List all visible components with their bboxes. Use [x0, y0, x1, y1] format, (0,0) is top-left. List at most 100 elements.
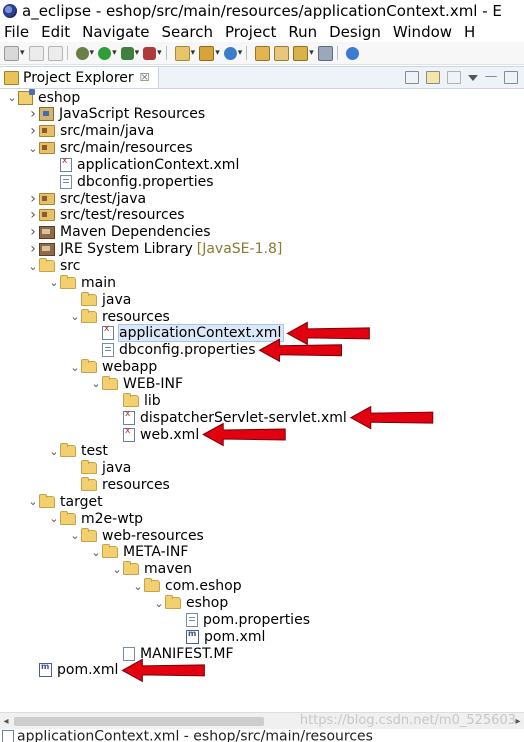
chevron-down-icon[interactable]: ⌄: [49, 276, 59, 290]
menu-item-edit[interactable]: Edit: [41, 23, 71, 41]
chevron-right-icon[interactable]: ›: [30, 207, 36, 224]
chevron-right-icon[interactable]: ›: [30, 241, 36, 258]
tree-item[interactable]: ⌄src/main/resources: [27, 140, 192, 157]
menu-item-navigate[interactable]: Navigate: [82, 23, 150, 41]
tree-item[interactable]: lib: [111, 392, 161, 409]
new-package-icon[interactable]: [199, 45, 215, 61]
tree-item[interactable]: ⌄src: [27, 258, 80, 275]
dropdown-icon[interactable]: ▾: [134, 48, 140, 58]
chevron-down-icon[interactable]: ⌄: [112, 562, 122, 576]
dropdown-icon[interactable]: ▾: [157, 48, 162, 58]
tree-item[interactable]: ›JRE System Library[JavaSE-1.8]: [27, 241, 282, 258]
dropdown-icon[interactable]: ▾: [190, 48, 196, 58]
chevron-down-icon[interactable]: ⌄: [49, 444, 59, 458]
scroll-thumb[interactable]: [14, 716, 264, 726]
chevron-right-icon[interactable]: ›: [30, 106, 36, 123]
chevron-down-icon[interactable]: ⌄: [7, 91, 17, 104]
tree-item[interactable]: ⌄target: [27, 493, 103, 510]
tree-item[interactable]: ›src/test/java: [27, 190, 146, 207]
dropdown-icon[interactable]: ▾: [20, 48, 25, 58]
maximize-icon[interactable]: [504, 71, 518, 84]
open-task-icon[interactable]: [274, 45, 290, 61]
tree-item[interactable]: ⌄com.eshop: [132, 578, 242, 595]
tree-item[interactable]: applicationContext.xml: [90, 324, 285, 343]
new-java-project-icon[interactable]: [174, 45, 190, 61]
menu-item-project[interactable]: Project: [225, 23, 277, 41]
scroll-right-icon[interactable]: ▸: [515, 715, 521, 727]
collapse-all-icon[interactable]: [405, 71, 419, 84]
save-icon[interactable]: [28, 45, 44, 61]
minimize-icon[interactable]: [485, 76, 497, 79]
close-icon[interactable]: ☒: [139, 71, 150, 84]
tree-item[interactable]: pom.xml: [174, 628, 265, 645]
chevron-down-icon[interactable]: ⌄: [133, 579, 143, 593]
search-icon[interactable]: [293, 45, 309, 61]
tree-item[interactable]: ⌄test: [48, 443, 108, 460]
menu-item-design[interactable]: Design: [329, 23, 381, 41]
save-all-icon[interactable]: [47, 45, 63, 61]
view-menu-icon[interactable]: [468, 74, 478, 81]
tree-item[interactable]: web.xml: [111, 426, 199, 443]
tree-item[interactable]: dbconfig.properties: [48, 173, 214, 190]
menu-item-h[interactable]: H: [464, 23, 476, 41]
new-class-icon[interactable]: [223, 46, 237, 60]
server-icon[interactable]: [143, 46, 157, 60]
tree-item[interactable]: ⌄WEB-INF: [90, 375, 183, 392]
tree-item[interactable]: ⌄main: [48, 274, 116, 291]
tree-item[interactable]: resources: [69, 477, 170, 494]
chevron-down-icon[interactable]: ⌄: [70, 310, 80, 324]
external-tools-icon[interactable]: [120, 46, 134, 60]
new-icon[interactable]: [4, 45, 19, 61]
tree-item[interactable]: pom.properties: [174, 611, 310, 628]
link-with-editor-icon[interactable]: [426, 71, 440, 84]
project-explorer-tab[interactable]: Project Explorer ☒: [0, 67, 159, 88]
dropdown-icon[interactable]: ▾: [89, 48, 95, 58]
tree-item[interactable]: java: [69, 460, 131, 477]
tree-item[interactable]: dispatcherServlet-servlet.xml: [111, 409, 347, 426]
menu-item-run[interactable]: Run: [288, 23, 318, 41]
debug-icon[interactable]: [75, 46, 89, 60]
tree-item[interactable]: ⌄eshop: [153, 595, 228, 612]
tree-item[interactable]: ⌄resources: [69, 308, 170, 325]
dropdown-icon[interactable]: ▾: [309, 48, 314, 58]
dropdown-icon[interactable]: ▾: [112, 48, 117, 58]
dropdown-icon[interactable]: ▾: [237, 48, 243, 58]
chevron-right-icon[interactable]: ›: [30, 123, 36, 140]
chevron-down-icon[interactable]: ⌄: [154, 596, 164, 610]
tree-item[interactable]: ›JavaScript Resources: [27, 106, 205, 123]
open-type-icon[interactable]: [255, 45, 271, 61]
chevron-right-icon[interactable]: ›: [30, 190, 36, 207]
scroll-left-icon[interactable]: ◂: [3, 715, 9, 727]
tree-item[interactable]: applicationContext.xml: [48, 156, 239, 173]
filter-icon[interactable]: [447, 71, 461, 84]
tree-item[interactable]: pom.xml: [27, 662, 118, 679]
tree-item[interactable]: dbconfig.properties: [90, 342, 256, 359]
tree-item[interactable]: ⌄maven: [111, 561, 192, 578]
chevron-down-icon[interactable]: ⌄: [28, 495, 38, 509]
tree-item[interactable]: ⌄META-INF: [90, 544, 188, 561]
globe-icon[interactable]: [345, 46, 359, 60]
dropdown-icon[interactable]: ▾: [215, 48, 220, 58]
chevron-down-icon[interactable]: ⌄: [28, 141, 38, 155]
tree-item[interactable]: ⌄m2e-wtp: [48, 510, 143, 527]
run-icon[interactable]: [98, 46, 112, 60]
chevron-down-icon[interactable]: ⌄: [91, 545, 101, 559]
menu-item-search[interactable]: Search: [161, 23, 213, 41]
tree-item[interactable]: ⌄web-resources: [69, 527, 204, 544]
chevron-down-icon[interactable]: ⌄: [70, 360, 80, 374]
chevron-down-icon[interactable]: ⌄: [49, 512, 59, 526]
chevron-down-icon[interactable]: ⌄: [28, 259, 38, 273]
horizontal-scrollbar[interactable]: ◂ ▸: [0, 712, 524, 729]
tree-item[interactable]: java: [69, 291, 131, 308]
tree-item[interactable]: ›src/main/java: [27, 123, 154, 140]
annotation-icon[interactable]: [317, 45, 333, 61]
tree-item[interactable]: ⌄webapp: [69, 359, 157, 376]
menu-item-window[interactable]: Window: [392, 23, 453, 41]
menu-item-file[interactable]: File: [4, 23, 30, 41]
tree-item[interactable]: ›Maven Dependencies: [27, 224, 210, 241]
chevron-down-icon[interactable]: ⌄: [91, 377, 101, 391]
tree-item[interactable]: ›src/test/resources: [27, 207, 184, 224]
chevron-down-icon[interactable]: ⌄: [70, 529, 80, 543]
tree-item[interactable]: MANIFEST.MF: [111, 645, 234, 662]
tree-item[interactable]: ⌄eshop: [6, 88, 80, 106]
